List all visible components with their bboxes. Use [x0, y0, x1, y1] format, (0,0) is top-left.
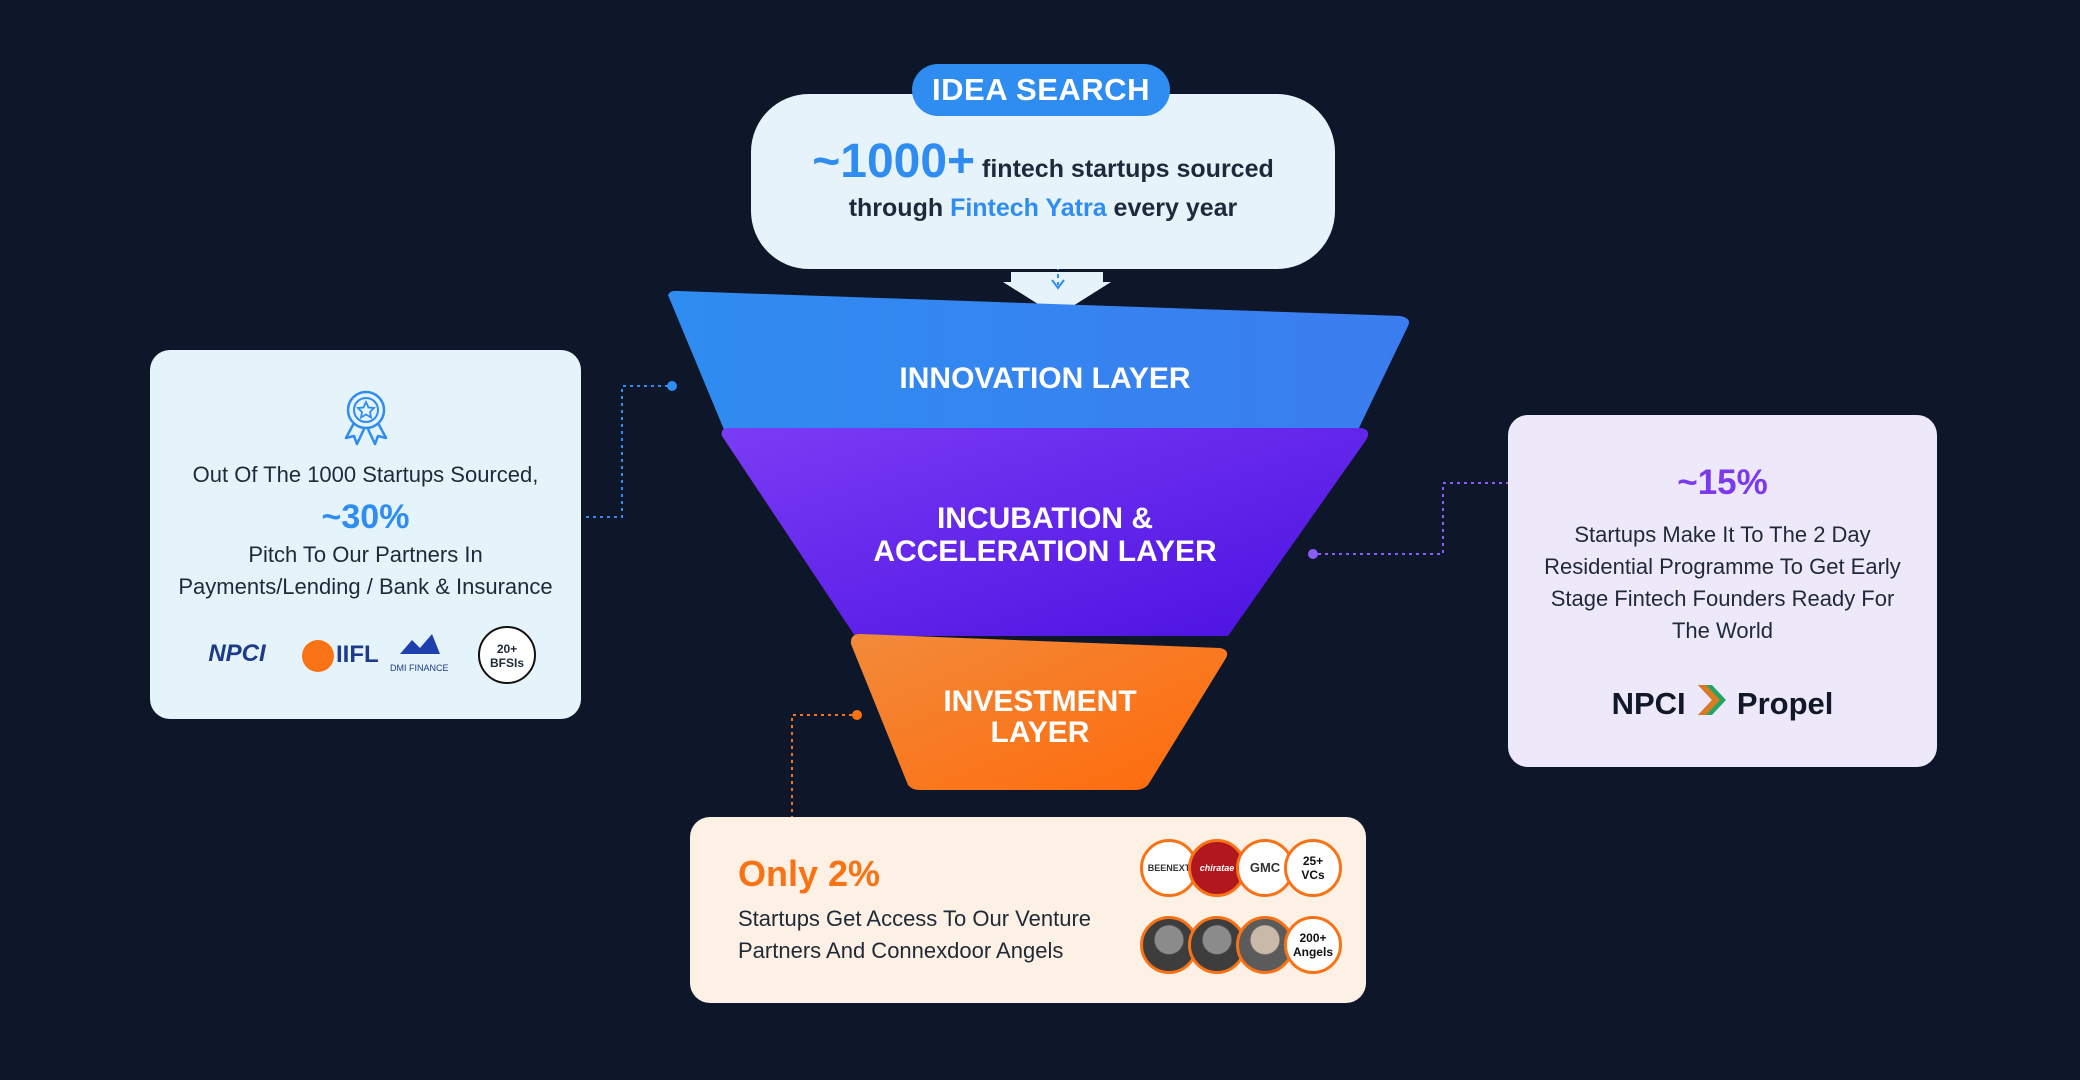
line2-post: every year	[1106, 194, 1238, 222]
incubation-layer-shape	[721, 428, 1369, 636]
dmi-finance-logo: DMI FINANCE	[390, 663, 449, 673]
npci-propel-logo: NPCI Propel	[1508, 683, 1937, 725]
programme-percentage: ~15%	[1677, 463, 1768, 502]
idea-search-line1: ~1000+ fintech startups sourced	[751, 134, 1335, 189]
incubation-layer-label-b: ACCELERATION LAYER	[873, 535, 1217, 568]
innovation-layer-shape	[668, 290, 1409, 432]
award-ribbon-icon	[344, 390, 388, 446]
innovation-layer-label: INNOVATION LAYER	[899, 362, 1191, 395]
propel-chevron-icon	[1694, 683, 1728, 725]
iifl-emblem-icon	[302, 640, 334, 672]
programme-description: Startups Make It To The 2 Day Residentia…	[1544, 522, 1901, 643]
investment-access-card: Only 2% Startups Get Access To Our Ventu…	[690, 817, 1366, 1003]
idea-search-pill: IDEA SEARCH	[912, 64, 1170, 116]
left-line1: Out Of The 1000 Startups Sourced,	[192, 462, 539, 487]
idea-search-line2: through Fintech Yatra every year	[751, 194, 1335, 223]
bfsi-count-badge: 20+ BFSIs	[478, 626, 536, 684]
investment-description: Startups Get Access To Our Venture Partn…	[738, 906, 1091, 963]
iifl-logo: IIFL	[336, 641, 379, 668]
partners-pitch-card: Out Of The 1000 Startups Sourced, ~30% P…	[150, 350, 581, 719]
dmi-mark-icon	[400, 634, 440, 654]
residential-programme-card: ~15% Startups Make It To The 2 Day Resid…	[1508, 415, 1937, 767]
angel-count: 200+	[1299, 931, 1327, 945]
startups-sourced-count: ~1000+	[812, 135, 976, 188]
line1-rest: fintech startups sourced	[975, 155, 1274, 183]
idea-search-card: ~1000+ fintech startups sourced through …	[751, 94, 1335, 269]
down-arrow-shape	[1003, 272, 1111, 316]
pitch-percentage: ~30%	[321, 498, 410, 536]
vc-label: VCs	[1301, 868, 1325, 882]
line2-pre: through	[848, 194, 951, 222]
npci-logo: NPCI	[208, 640, 266, 667]
investment-layer-shape	[850, 634, 1228, 790]
propel-text: Propel	[1736, 686, 1834, 721]
investment-layer-label-a: INVESTMENT	[943, 685, 1137, 718]
angel-count-badge: 200+ Angels	[1284, 916, 1342, 974]
vc-count: 25+	[1302, 854, 1324, 868]
bfsi-count: 20+	[496, 642, 518, 656]
npci-text: NPCI	[1611, 686, 1686, 721]
vc-count-badge: 25+ VCs	[1284, 839, 1342, 897]
investment-layer-label-b: LAYER	[990, 716, 1090, 749]
angel-label: Angels	[1292, 945, 1333, 959]
left-line3: Payments/Lending / Bank & Insurance	[178, 574, 553, 599]
fintech-yatra-link: Fintech Yatra	[950, 194, 1107, 222]
incubation-layer-label-a: INCUBATION &	[936, 502, 1154, 535]
investment-percentage: Only 2%	[738, 853, 881, 894]
left-line2: Pitch To Our Partners In	[248, 542, 483, 567]
bfsi-label: BFSIs	[489, 656, 524, 670]
